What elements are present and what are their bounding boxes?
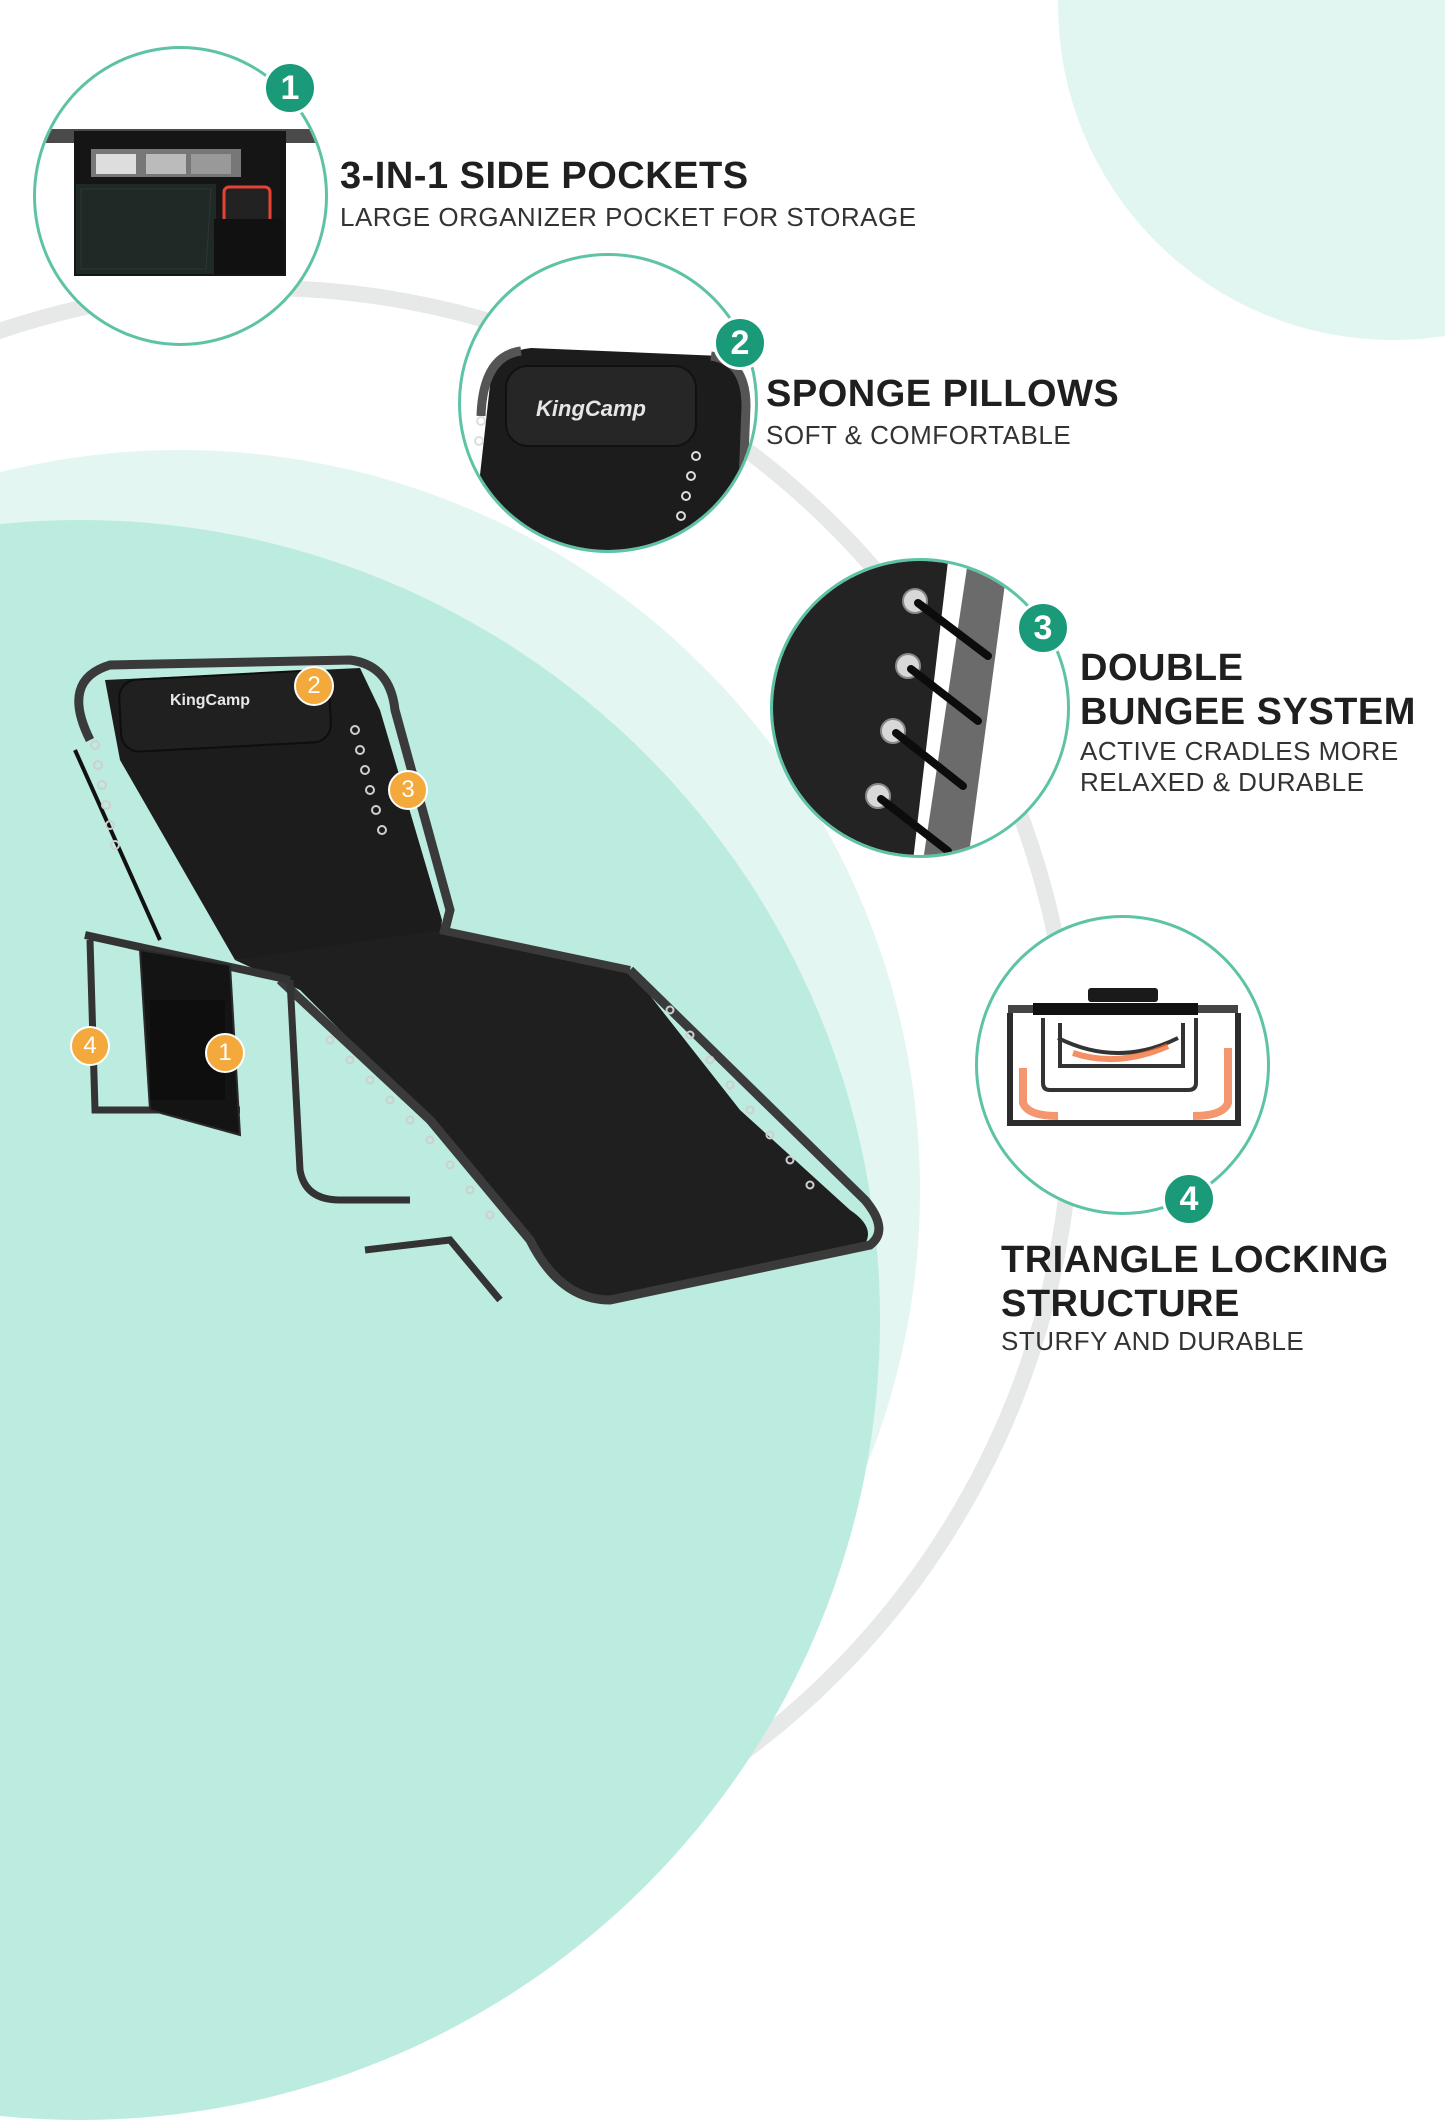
product-marker-4: 4	[70, 1026, 110, 1066]
feature-2-image: KingCamp	[458, 253, 758, 553]
marker-number: 2	[307, 672, 321, 699]
product-marker-1: 1	[205, 1033, 245, 1073]
feature-4-title-line-1: TRIANGLE LOCKING	[1001, 1239, 1389, 1281]
feature-2-title: SPONGE PILLOWS	[766, 373, 1120, 415]
brand-logo: KingCamp	[536, 396, 646, 421]
feature-2-badge: 2	[713, 316, 767, 370]
feature-1-subtitle: LARGE ORGANIZER POCKET FOR STORAGE	[340, 202, 917, 232]
feature-3-text: DOUBLE BUNGEE SYSTEM ACTIVE CRADLES MORE…	[1080, 646, 1416, 798]
feature-4-text: TRIANGLE LOCKING STRUCTURE STURFY AND DU…	[1001, 1238, 1389, 1357]
feature-4-badge: 4	[1162, 1172, 1216, 1226]
badge-number: 4	[1179, 1179, 1199, 1218]
bungee-illustration	[773, 561, 1008, 855]
feature-4-title-line-2: STRUCTURE	[1001, 1283, 1240, 1325]
feature-3-image	[770, 558, 1070, 858]
badge-number: 3	[1033, 608, 1053, 647]
background-shape-top-right	[1058, 0, 1445, 340]
pillow-illustration: KingCamp	[471, 346, 751, 550]
folded-frame-illustration	[1007, 988, 1241, 1126]
feature-3-title-line-1: DOUBLE	[1080, 647, 1244, 689]
feature-1-text: 3-IN-1 SIDE POCKETS LARGE ORGANIZER POCK…	[340, 154, 917, 233]
feature-1-title: 3-IN-1 SIDE POCKETS	[340, 155, 749, 197]
feature-3-title-line-2: BUNGEE SYSTEM	[1080, 691, 1416, 733]
marker-number: 1	[218, 1039, 232, 1066]
feature-1-badge: 1	[263, 61, 317, 115]
badge-number: 2	[730, 323, 750, 362]
product-marker-3: 3	[388, 770, 428, 810]
marker-number: 4	[83, 1032, 97, 1059]
brand-logo: KingCamp	[170, 692, 250, 709]
side-pocket-illustration	[36, 129, 325, 276]
lounge-chair-image: KingCamp	[73, 655, 884, 1305]
feature-4-subtitle: STURFY AND DURABLE	[1001, 1326, 1305, 1356]
product-marker-2: 2	[294, 666, 334, 706]
feature-3-subtitle-line-1: ACTIVE CRADLES MORE	[1080, 736, 1399, 766]
feature-3-badge: 3	[1016, 601, 1070, 655]
feature-2-subtitle: SOFT & COMFORTABLE	[766, 420, 1072, 450]
feature-4-image	[975, 915, 1270, 1215]
feature-3-subtitle-line-2: RELAXED & DURABLE	[1080, 767, 1365, 797]
feature-2-text: SPONGE PILLOWS SOFT & COMFORTABLE	[766, 372, 1119, 451]
marker-number: 3	[401, 776, 415, 803]
badge-number: 1	[280, 68, 300, 107]
